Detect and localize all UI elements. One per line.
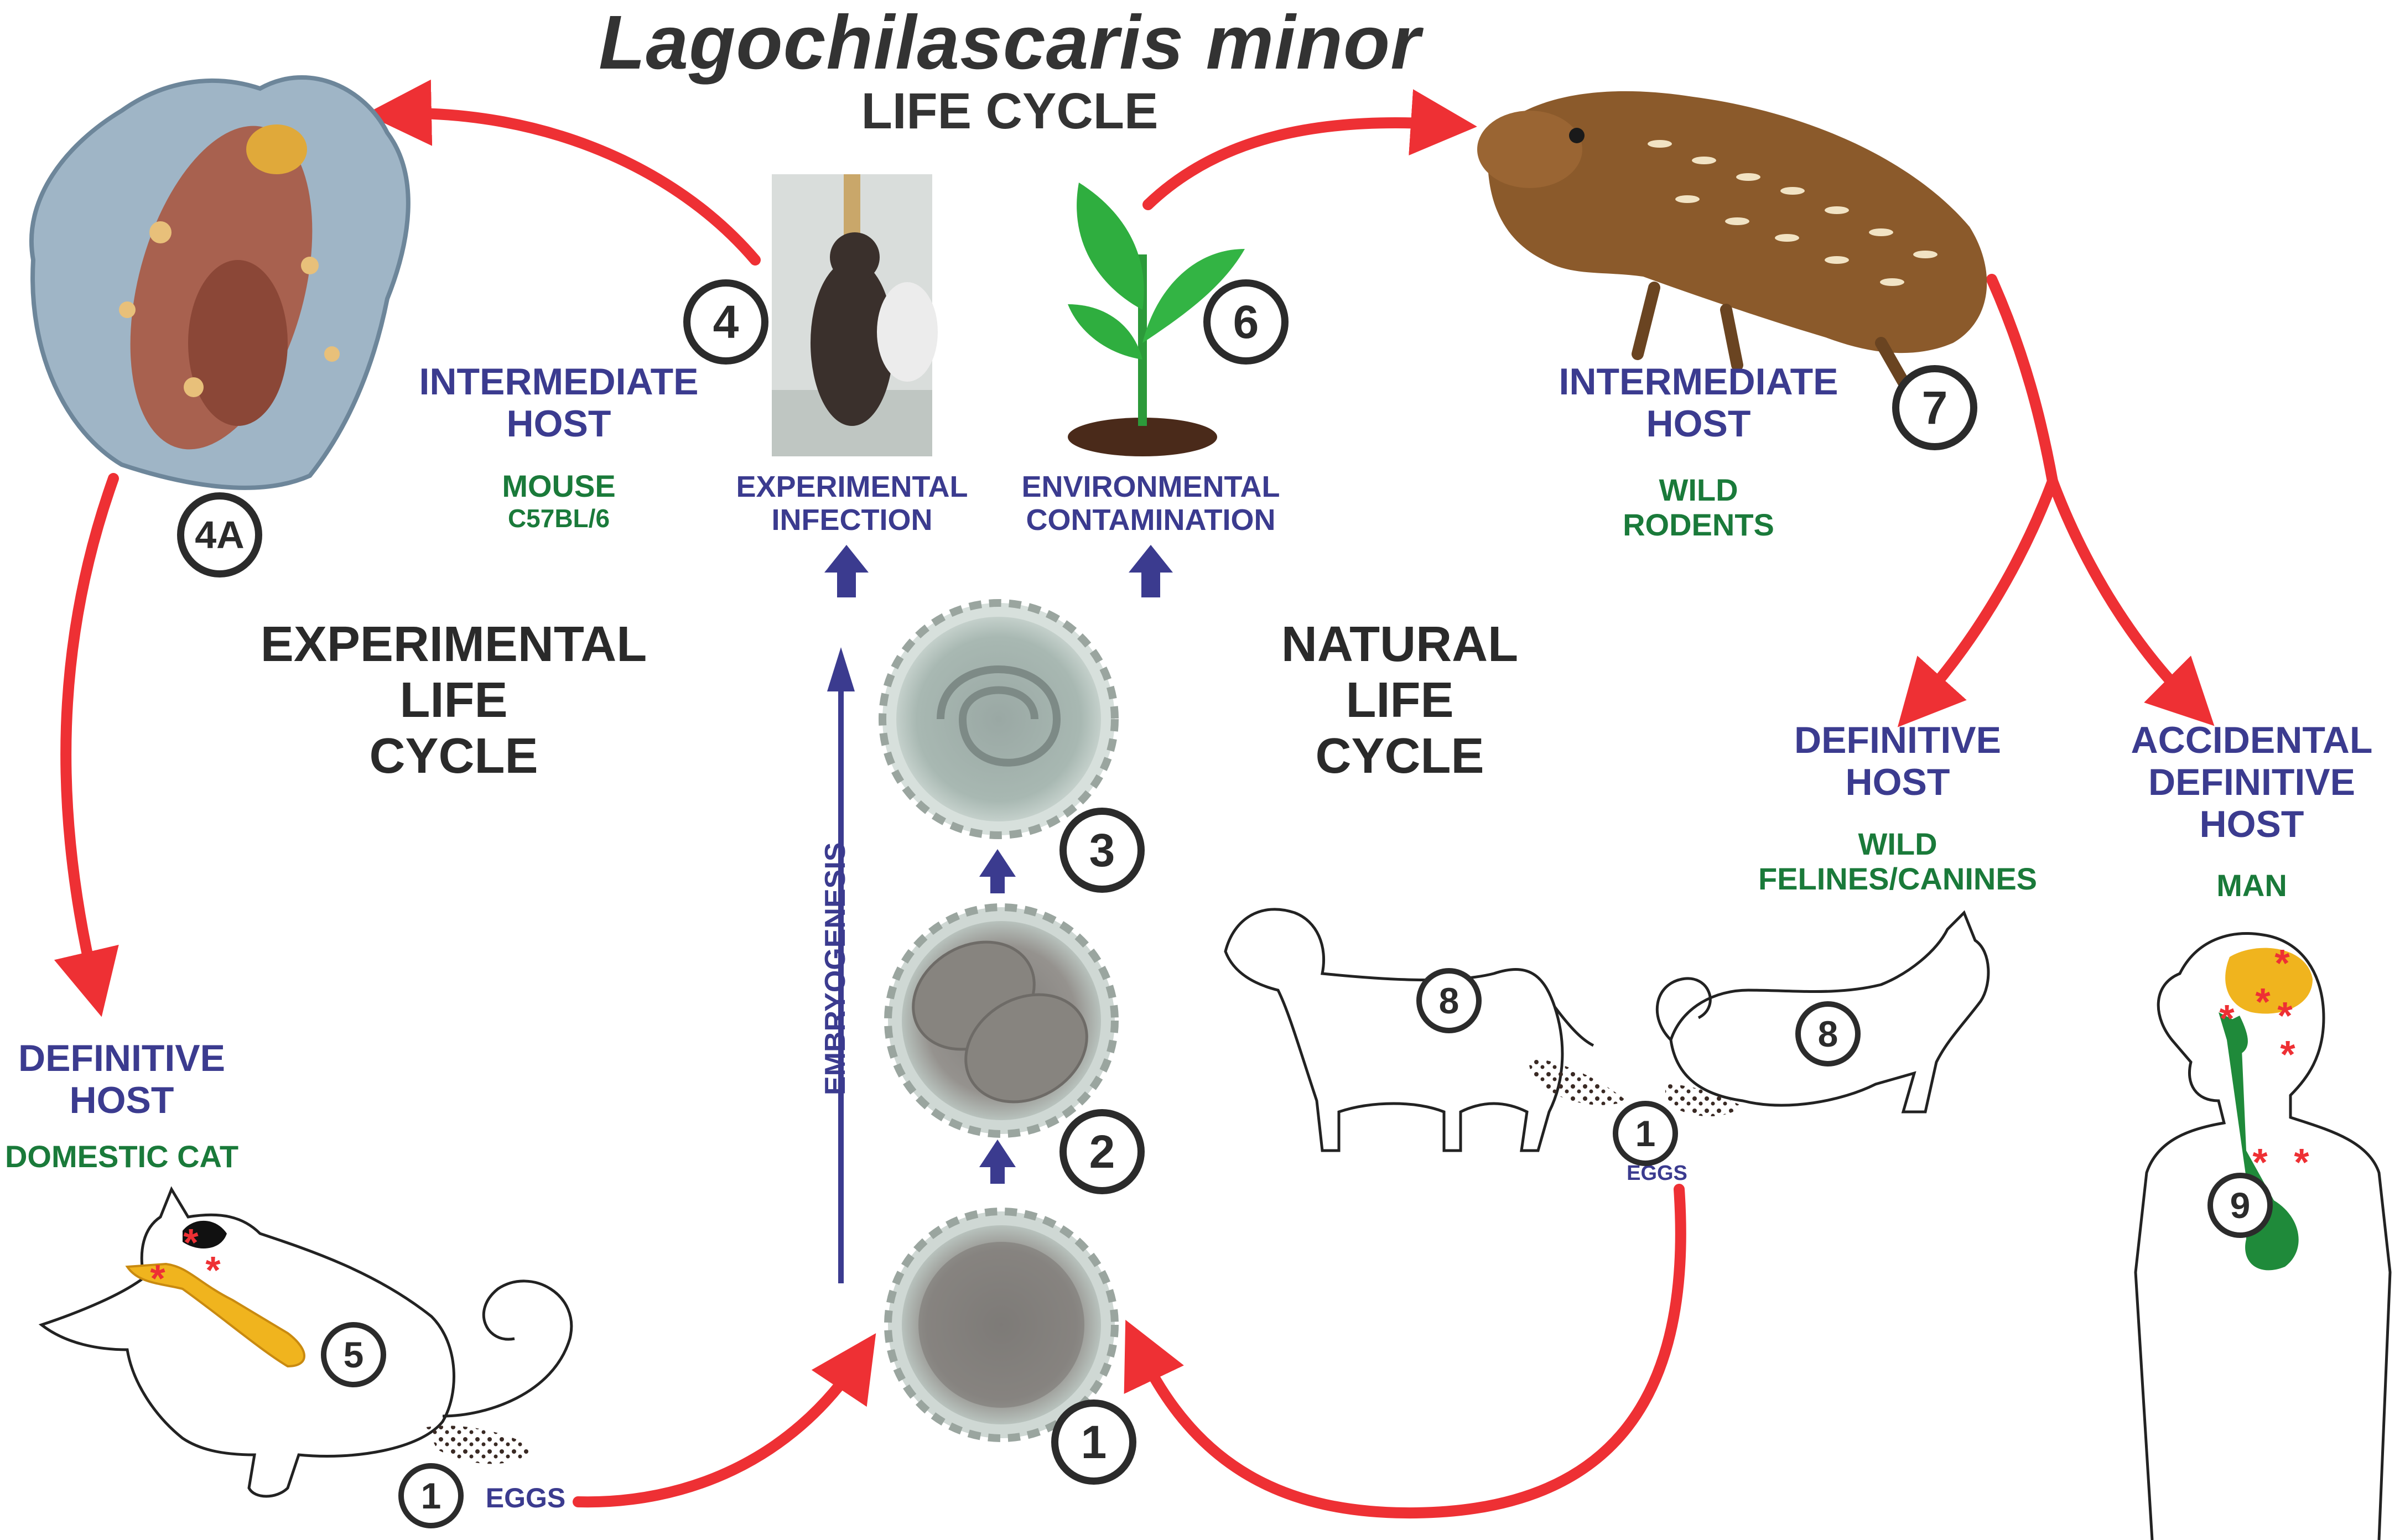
accidental-definitive-host: MAN [2216, 868, 2287, 903]
arrow-up-contamination [1129, 545, 1173, 597]
svg-text:*: * [2277, 994, 2293, 1037]
plant-image [1068, 183, 1245, 456]
left-definitive-host: DOMESTIC CAT [4, 1139, 239, 1174]
left-intermediate-host: MOUSE [502, 469, 616, 503]
cycle-arrows [54, 79, 2215, 1519]
arrow-to-definitive [1897, 476, 2058, 727]
arrow-cat-eggs-to-egg1 [573, 1333, 876, 1508]
experimental-infection-label: EXPERIMENTAL INFECTION [736, 470, 968, 537]
svg-text:*: * [2255, 980, 2271, 1023]
wild-cat-egg-cloud [1665, 1084, 1743, 1117]
stage-badge-cat-eggs: 1 [398, 1463, 464, 1528]
human-image [2134, 932, 2392, 1540]
stage-arrows [824, 545, 1173, 1283]
egg2-to-egg3-arrow [979, 849, 1016, 893]
svg-text:*: * [2280, 1033, 2295, 1076]
right-intermediate-role: INTERMEDIATE HOST [1559, 361, 1838, 445]
cat-eggs-label: EGGS [485, 1482, 566, 1513]
egg-stage-2 [884, 903, 1119, 1138]
experimental-mouse-image [772, 174, 938, 456]
stage-badge-mouse: 4 [683, 279, 768, 365]
arrow-to-accidental [2047, 476, 2215, 726]
arrow-wild-eggs-to-egg1 [1124, 1184, 1686, 1519]
dog-image [1224, 908, 1594, 1152]
environmental-contamination-label: ENVIRONMENTAL CONTAMINATION [1021, 470, 1280, 537]
diagram-title: Lagochilascaris minor [599, 0, 1421, 85]
stage-badge-mouse-dissected: 4A [177, 492, 262, 578]
right-intermediate-host: WILD RODENTS [1623, 472, 1774, 542]
stage-badge-rodent: 7 [1892, 365, 1977, 450]
arrow-mouse-to-dissected [365, 79, 761, 266]
stage-badge-man: 9 [2207, 1173, 2273, 1238]
stage-badge-wild-cat: 8 [1795, 1001, 1861, 1066]
diagram-subtitle: LIFE CYCLE [861, 83, 1159, 139]
stage-badge-plant: 6 [1203, 279, 1289, 365]
domestic-cat-organs [125, 1220, 305, 1368]
accidental-definitive-role: ACCIDENTAL DEFINITIVE HOST [2131, 719, 2373, 846]
svg-text:*: * [183, 1221, 199, 1264]
arrow-rodent-split-stem [1986, 274, 2058, 487]
left-definitive-role: DEFINITIVE HOST [18, 1037, 226, 1122]
dissected-mouse-image [29, 75, 411, 490]
left-intermediate-role: INTERMEDIATE HOST [419, 361, 699, 445]
lesion-markers: * * * * * * * * * * [150, 941, 2309, 1300]
wild-cat-image [1655, 910, 1990, 1114]
egg1-to-egg2-arrow [979, 1140, 1016, 1184]
arrow-up-infection [824, 545, 869, 597]
stage-badge-wild-eggs: 1 [1613, 1101, 1678, 1166]
egg-stage-3 [879, 599, 1119, 839]
egg-stage-1 [884, 1208, 1119, 1442]
dog-egg-cloud [1527, 1057, 1627, 1105]
natural-cycle-label: NATURAL LIFE CYCLE [1281, 617, 1519, 784]
svg-text:*: * [2274, 941, 2290, 985]
stage-badge-cat: 5 [321, 1322, 386, 1387]
embryogenesis-label: EMBRYOGENESIS [819, 842, 851, 1096]
arrow-plant-to-rodent [1142, 89, 1477, 210]
arrow-dissected-to-cat [54, 473, 119, 1017]
domestic-cat-egg-cloud [426, 1425, 537, 1464]
wild-rodent-image [1477, 91, 1987, 388]
right-definitive-role: DEFINITIVE HOST [1794, 719, 2002, 804]
stage-badge-egg1: 1 [1051, 1399, 1136, 1485]
wild-eggs-label: EGGS [1627, 1162, 1687, 1185]
svg-text:*: * [2219, 997, 2235, 1040]
svg-text:*: * [2294, 1141, 2309, 1184]
left-intermediate-strain: C57BL/6 [507, 504, 610, 533]
stage-badge-dog: 8 [1416, 968, 1482, 1033]
svg-text:*: * [150, 1257, 165, 1300]
stage-badge-egg3: 3 [1059, 808, 1145, 893]
svg-text:*: * [205, 1248, 221, 1292]
stage-badge-egg2: 2 [1059, 1109, 1145, 1194]
right-definitive-host: WILD FELINES/CANINES [1758, 826, 2038, 896]
experimental-cycle-label: EXPERIMENTAL LIFE CYCLE [260, 617, 647, 784]
domestic-cat-image [38, 1186, 573, 1498]
